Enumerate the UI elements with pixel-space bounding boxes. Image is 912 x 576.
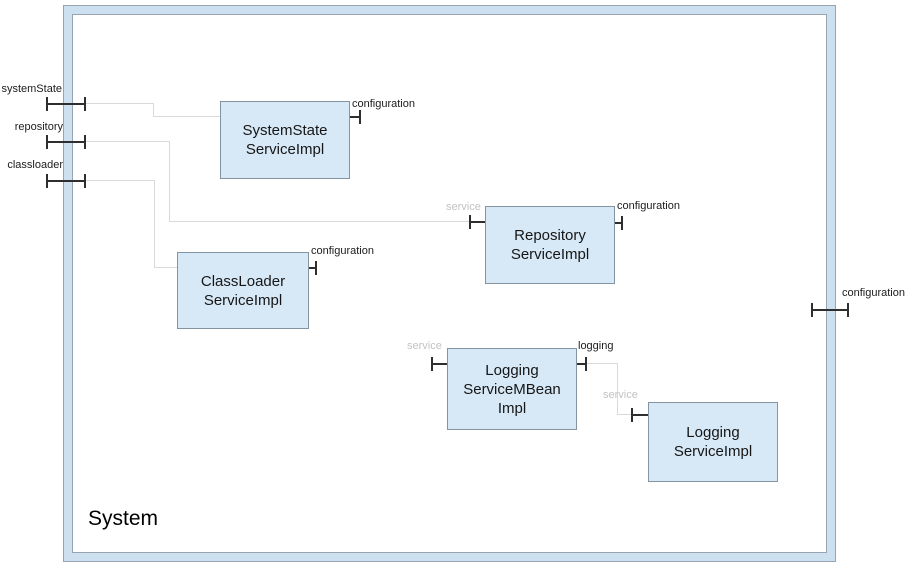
component-name-line: ServiceImpl — [510, 246, 590, 263]
component-name-line: Logging — [485, 361, 539, 379]
wire-repository — [169, 221, 470, 222]
port-tick[interactable] — [431, 357, 433, 371]
port-line-configuration-classloader[interactable] — [307, 267, 317, 269]
wire-logging — [586, 363, 617, 364]
component-name: ClassLoader ServiceImpl — [201, 272, 285, 310]
component-logging-servicembean-impl[interactable]: Logging ServiceMBean Impl — [447, 348, 577, 430]
port-line-systemstate[interactable] — [47, 103, 85, 105]
component-logging-serviceimpl[interactable]: Logging ServiceImpl — [648, 402, 778, 482]
wire-classloader — [154, 180, 155, 268]
wire-logging — [617, 414, 632, 415]
port-tick[interactable] — [46, 174, 48, 188]
component-name: Logging ServiceMBean Impl — [463, 361, 561, 418]
port-label-configuration: configuration — [352, 98, 415, 110]
port-tick[interactable] — [46, 97, 48, 111]
component-name-line: Repository — [514, 227, 586, 244]
component-name-line: Logging — [686, 424, 740, 441]
component-name-line: SystemState — [242, 122, 328, 139]
component-name: SystemState ServiceImpl — [242, 121, 327, 159]
port-line-service-repository[interactable] — [470, 221, 485, 223]
port-line-configuration-systemstate[interactable] — [348, 116, 361, 118]
port-tick[interactable] — [359, 110, 361, 124]
component-name: Logging ServiceImpl — [674, 423, 752, 461]
component-name-line: ServiceImpl — [673, 443, 753, 460]
port-tick[interactable] — [315, 261, 317, 275]
port-label-systemstate: systemState — [1, 83, 62, 95]
wire-classloader — [86, 180, 155, 181]
port-label-service: service — [446, 201, 481, 213]
port-label-service: service — [407, 340, 442, 352]
port-tick[interactable] — [631, 408, 633, 422]
port-line-configuration-repository[interactable] — [613, 222, 623, 224]
port-line-configuration-frame[interactable] — [812, 309, 849, 311]
port-tick[interactable] — [84, 174, 86, 188]
port-line-service-loggingimpl[interactable] — [632, 414, 648, 416]
port-tick[interactable] — [469, 215, 471, 229]
component-name: Repository ServiceImpl — [511, 226, 589, 264]
port-label-configuration: configuration — [617, 200, 680, 212]
port-line-classloader[interactable] — [47, 180, 85, 182]
port-label-logging: logging — [578, 340, 614, 352]
port-tick[interactable] — [84, 97, 86, 111]
port-label-configuration: configuration — [842, 287, 905, 299]
system-title: System — [88, 507, 159, 530]
component-name-line: ServiceImpl — [245, 141, 325, 158]
port-label-service: service — [603, 389, 638, 401]
component-name-line: ServiceMBean — [463, 380, 561, 398]
wire-classloader — [154, 267, 177, 268]
port-tick[interactable] — [847, 303, 849, 317]
port-label-classloader: classloader — [7, 159, 63, 171]
port-tick[interactable] — [811, 303, 813, 317]
port-label-configuration: configuration — [311, 245, 374, 257]
wire-repository — [169, 141, 170, 222]
port-tick[interactable] — [84, 135, 86, 149]
port-label-repository: repository — [14, 121, 63, 133]
port-line-logging-mbean[interactable] — [575, 363, 587, 365]
port-tick[interactable] — [46, 135, 48, 149]
port-tick[interactable] — [621, 216, 623, 230]
component-systemstate-serviceimpl[interactable]: SystemState ServiceImpl — [220, 101, 350, 179]
port-line-repository[interactable] — [47, 141, 85, 143]
wire-systemstate — [153, 103, 154, 117]
component-classloader-serviceimpl[interactable]: ClassLoader ServiceImpl — [177, 252, 309, 329]
wire-repository — [86, 141, 170, 142]
port-line-service-mbean[interactable] — [432, 363, 447, 365]
component-name-line: Impl — [497, 399, 527, 417]
port-tick[interactable] — [585, 357, 587, 371]
component-name-line: ClassLoader — [200, 272, 286, 290]
wire-systemstate — [153, 116, 220, 117]
wire-logging — [617, 363, 618, 415]
component-name-line: ServiceImpl — [203, 291, 283, 309]
component-repository-serviceimpl[interactable]: Repository ServiceImpl — [485, 206, 615, 284]
wire-systemstate — [86, 103, 153, 104]
